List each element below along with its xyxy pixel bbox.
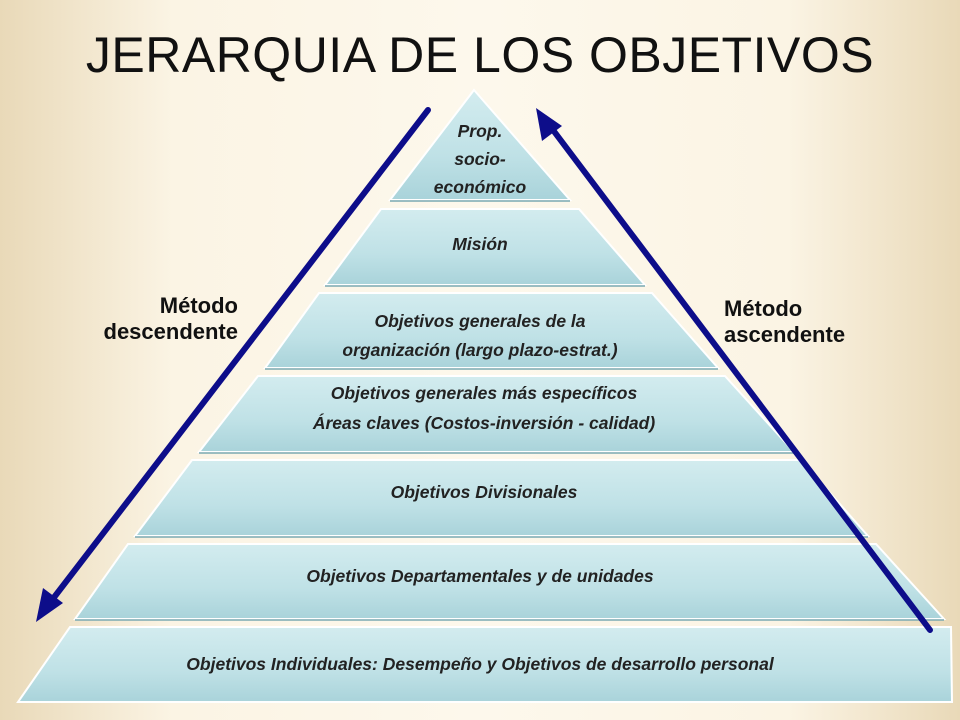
pyramid-level-6 xyxy=(73,543,947,620)
level-6-line-1: Objetivos Departamentales y de unidades xyxy=(306,566,653,586)
descending-method-label: Método descendente xyxy=(58,293,239,345)
level-5-line-1: Objetivos Divisionales xyxy=(391,482,578,502)
pyramid-level-3 xyxy=(263,292,721,369)
descending-method-line-1: Método xyxy=(159,293,238,318)
level-4-line-1: Objetivos generales más específicos xyxy=(331,383,638,403)
descending-arrow xyxy=(36,107,431,622)
arrow-head-up-icon xyxy=(536,108,562,141)
level-1-line-3: económico xyxy=(434,177,527,197)
pyramid-level-2 xyxy=(323,208,648,286)
ascending-method-line-1: Método xyxy=(724,296,803,321)
level-1-line-1: Prop. xyxy=(458,121,503,141)
descending-method-line-2: descendente xyxy=(103,319,239,344)
pyramid-level-5 xyxy=(133,459,871,537)
ascending-method-line-2: ascendente xyxy=(724,322,846,347)
arrow-head-down-icon xyxy=(36,588,63,622)
page-title: JERARQUIA DE LOS OBJETIVOS xyxy=(85,27,875,83)
ascending-method-label: Método ascendente xyxy=(724,296,904,348)
pyramid-level-7 xyxy=(16,626,954,703)
level-3-line-2: organización (largo plazo-estrat.) xyxy=(342,340,617,360)
level-2-line-1: Misión xyxy=(452,234,507,254)
level-1-line-2: socio- xyxy=(454,149,506,169)
level-4-line-2: Áreas claves (Costos-inversión - calidad… xyxy=(312,412,656,433)
level-7-line-1: Objetivos Individuales: Desempeño y Obje… xyxy=(186,654,775,674)
pyramid-level-texts: Prop. socio- económico Misión Objetivos … xyxy=(186,121,775,674)
level-3-line-1: Objetivos generales de la xyxy=(374,311,585,331)
ascending-arrow xyxy=(536,108,933,633)
pyramid-level-1 xyxy=(387,88,573,201)
